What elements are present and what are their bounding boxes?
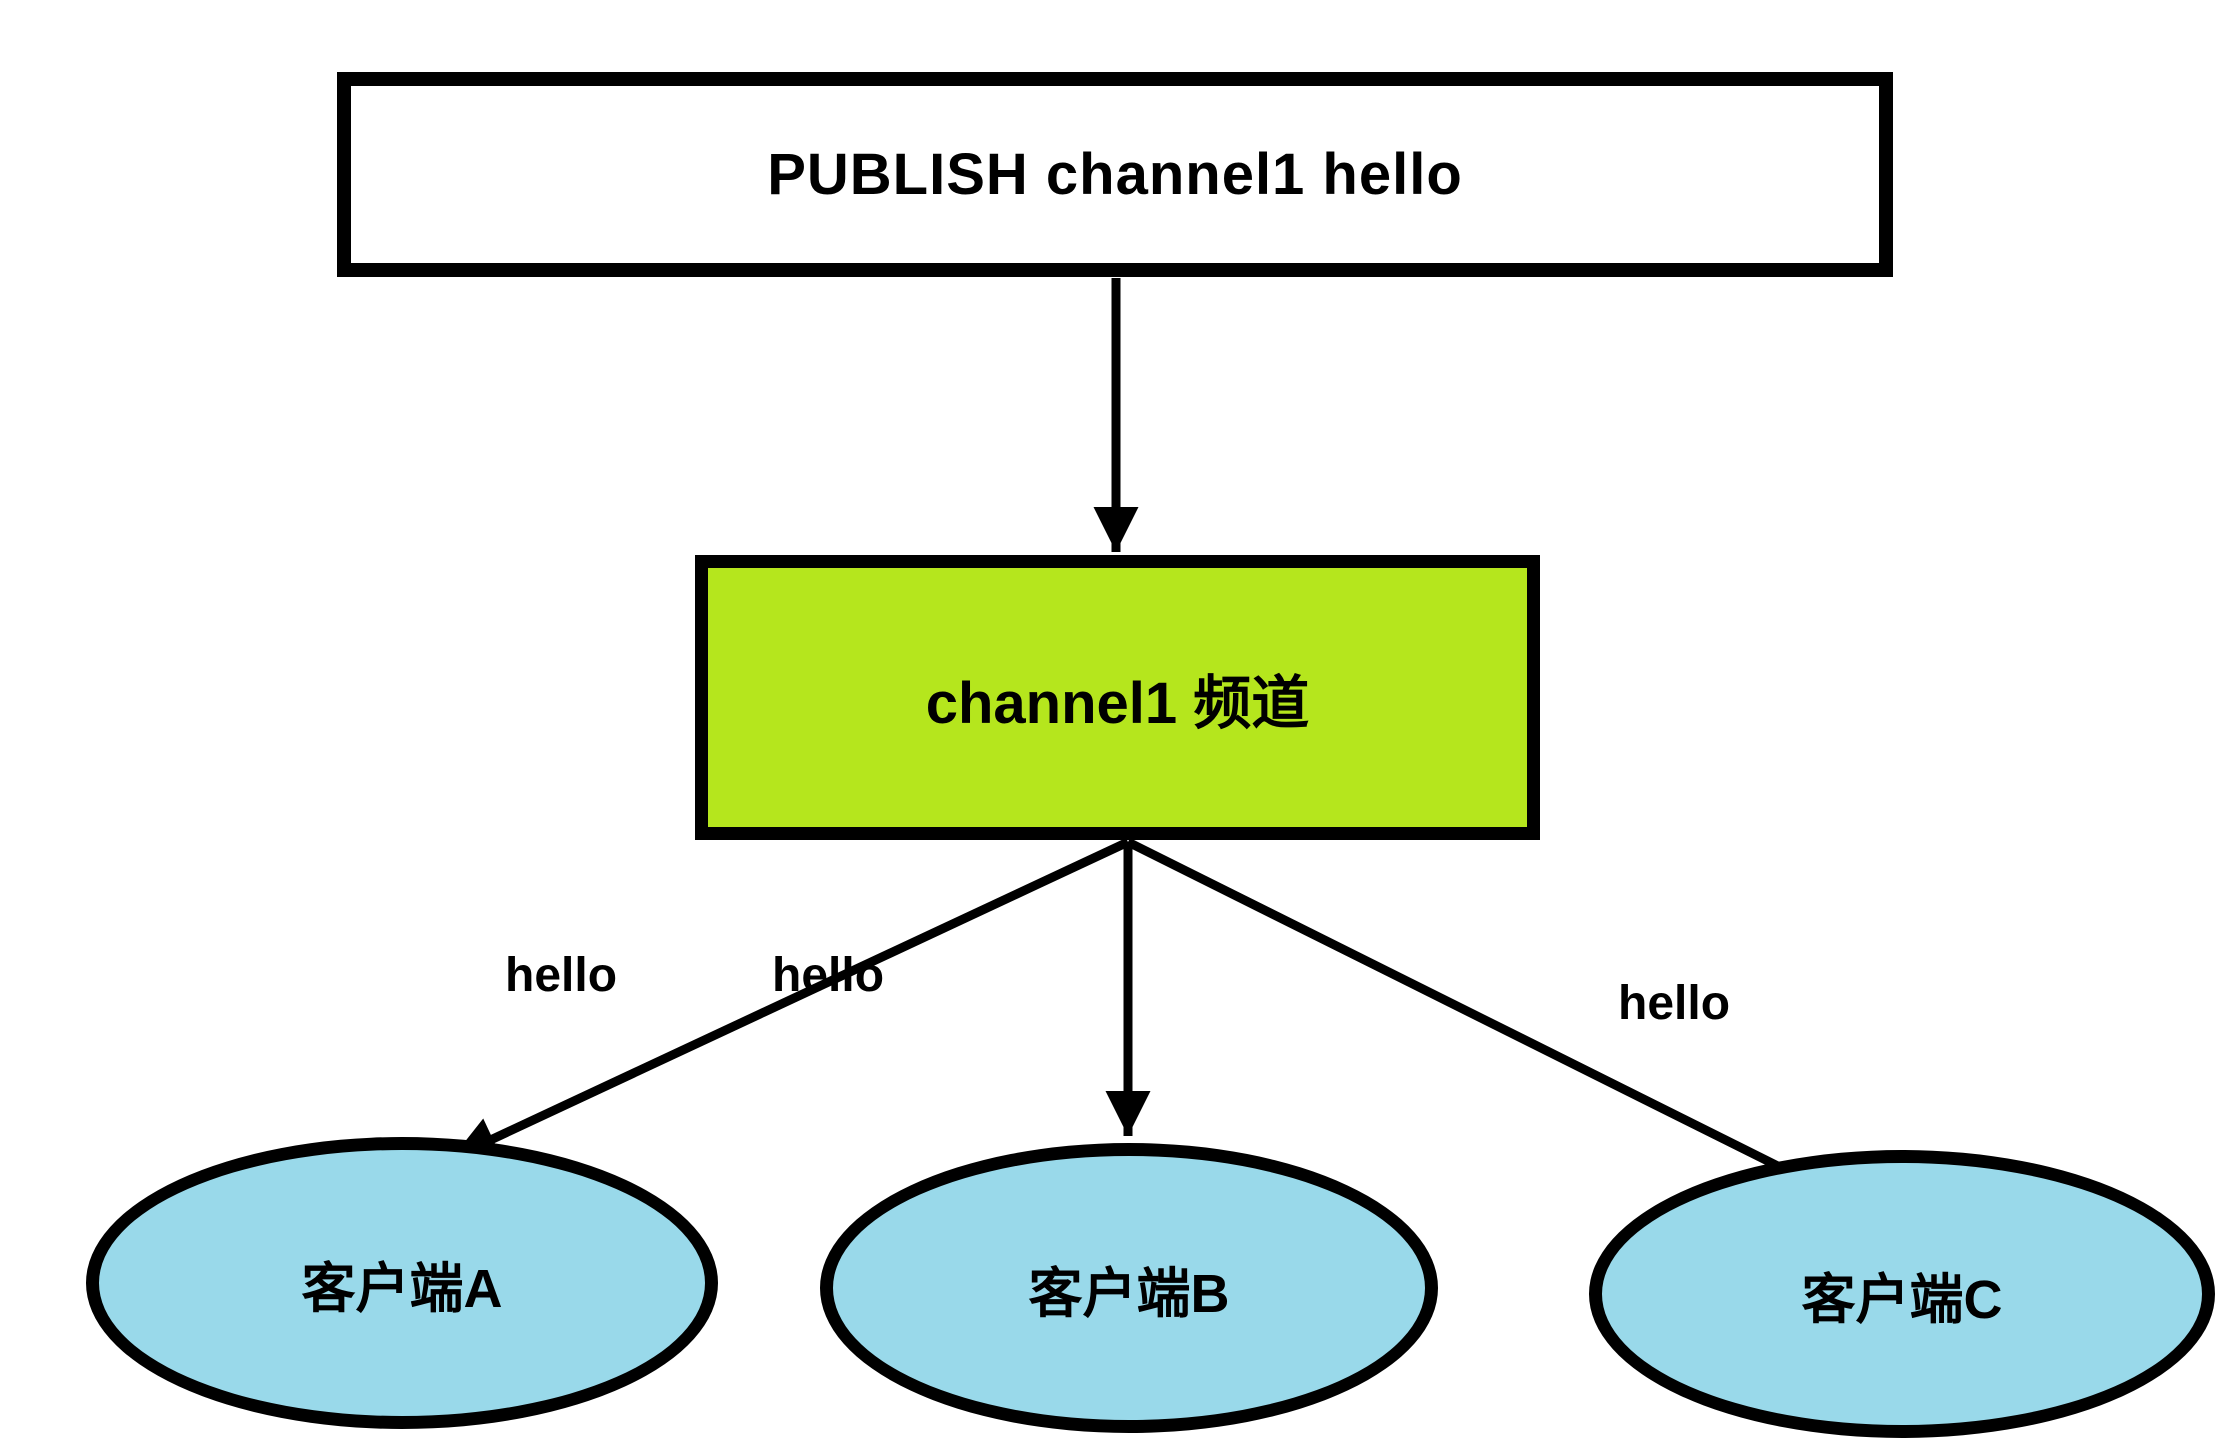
client-c-ellipse: 客户端C [1589, 1150, 2215, 1438]
client-b-ellipse: 客户端B [820, 1143, 1438, 1433]
publisher-command-box: PUBLISH channel1 hello [337, 72, 1893, 277]
client-b-label: 客户端B [1028, 1263, 1230, 1324]
message-label-b: hello [772, 949, 885, 1002]
client-c-label: 客户端C [1801, 1269, 2003, 1330]
channel-box: channel1 频道 [695, 555, 1540, 840]
client-a-label: 客户端A [301, 1258, 503, 1319]
message-label-a: hello [505, 949, 618, 1002]
message-label-c: hello [1618, 977, 1731, 1030]
client-a-ellipse: 客户端A [86, 1137, 718, 1429]
channel-label: channel1 频道 [925, 670, 1310, 736]
publisher-command-label: PUBLISH channel1 hello [767, 142, 1463, 207]
